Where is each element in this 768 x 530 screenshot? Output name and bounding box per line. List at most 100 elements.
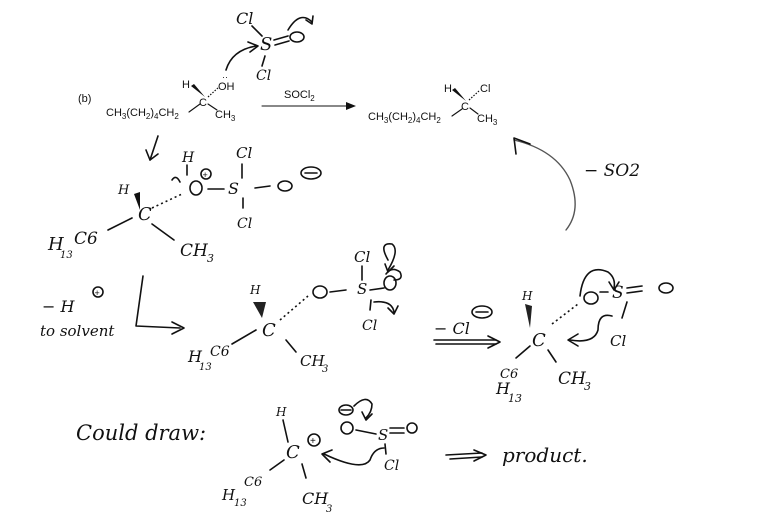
bond (621, 301, 628, 319)
curved-arrow-to-product (513, 139, 576, 231)
step1-sulfur: S (228, 179, 239, 198)
alt-left-sub: 13 (234, 498, 247, 509)
curved-arrow-oh-to-s (225, 45, 257, 71)
chloride-loss-arrow: − Cl (433, 305, 501, 349)
so2-loss-label: − SO2 (584, 161, 640, 181)
lone-pair-dots: ·· (222, 72, 228, 82)
bond (107, 217, 133, 231)
wedge-bond (191, 84, 205, 97)
hash-bond (468, 90, 480, 101)
reagent-label: SOCl2 (284, 89, 315, 103)
bond (329, 289, 347, 293)
step2-carbon: C (262, 320, 276, 341)
curved-arrow-to-o (287, 16, 313, 31)
step3-oxygen (583, 291, 599, 305)
double-bond-line (626, 290, 643, 294)
reactant-methyl: CH3 (215, 109, 236, 123)
step2-left-sub: 13 (199, 362, 212, 373)
alt-left-h: H (221, 486, 236, 504)
product-2-chlorooctane: CH3(CH2)4CH2 C H Cl CH3 (368, 83, 498, 127)
step1-o-terminal (277, 180, 293, 192)
wedge-bond (525, 304, 532, 328)
so2-loss-arrow: − SO2 (513, 137, 640, 231)
step1-left-h: H (47, 234, 64, 255)
arrowhead (513, 137, 531, 155)
minus-charge-circle (300, 166, 322, 180)
arrowhead (247, 41, 259, 53)
wedge-bond (282, 419, 289, 443)
minus-charge-circle (338, 404, 354, 416)
reactant-2-octanol: CH3(CH2)4CH2 C H OH ·· CH3 (106, 72, 236, 123)
socl2-cl-top: Cl (236, 9, 253, 28)
wedge-bond (253, 302, 266, 318)
hash-bond (551, 303, 579, 325)
arrowhead (145, 149, 159, 161)
step2-o-terminal (383, 275, 397, 291)
double-arrow-line (449, 456, 483, 460)
product-result-label: product. (502, 443, 588, 467)
alt-sulfur: S (378, 426, 388, 444)
step1-left-sub: 13 (60, 250, 73, 261)
bond (451, 108, 463, 117)
step1-h-top: H (181, 150, 195, 166)
arrowhead (567, 333, 579, 347)
bond (207, 103, 218, 111)
bond (269, 459, 285, 471)
alt-oxygen (340, 421, 354, 435)
alt-carbon: C (286, 442, 300, 463)
bond (355, 429, 377, 435)
arrowhead (473, 449, 487, 462)
step3-sulfur: S (612, 283, 624, 303)
step3-methyl-sub: 3 (584, 380, 591, 393)
bond (188, 103, 201, 113)
curved-arrow-to-o (383, 243, 396, 271)
step2-left-tail: C6 (210, 344, 230, 360)
could-draw-caption: Could draw: (76, 421, 206, 445)
bond (384, 443, 387, 455)
wedge-bond (134, 192, 140, 210)
bond (369, 287, 385, 291)
product-methyl: CH3 (477, 113, 498, 127)
step3-left-sub: 13 (508, 392, 522, 405)
step3-left-h: H (495, 379, 511, 398)
arrowhead (487, 335, 501, 349)
step3-snI-collapse: H C S Cl H 13 C6 CH 3 (495, 268, 674, 405)
hash-bond (279, 295, 309, 321)
proton-loss-label: − H (42, 297, 75, 316)
step2-oxygen (312, 285, 328, 299)
step-arrow (135, 275, 181, 329)
step3-carbon: C (532, 330, 546, 351)
step3-methyl: CH (558, 369, 587, 389)
step1-cl-top: Cl (236, 144, 252, 162)
step3-cl: Cl (610, 332, 626, 350)
step3-h: H (521, 289, 533, 303)
proton-loss-note: − H + to solvent (40, 275, 185, 340)
reactant-oh: OH (218, 81, 235, 93)
curved-arrow-o-to-s (579, 268, 616, 297)
curved-arrow-cl-to-c (323, 447, 385, 466)
socl2-cl-bottom: Cl (256, 68, 271, 84)
curved-arrow-cl-to-c (569, 314, 613, 342)
step1-o-charge: + (203, 170, 208, 180)
alt-c-charge: + (310, 436, 316, 447)
arrowhead (384, 263, 395, 273)
step1-oxonium-intermediate: H + S Cl Cl H C H 13 C6 CH 3 (47, 144, 322, 265)
reactant-center-carbon: C (199, 97, 207, 109)
socl2-o (289, 31, 305, 43)
alt-methyl-sub: 3 (326, 504, 332, 515)
reactant-chain: CH3(CH2)4CH2 (106, 107, 179, 121)
arrowhead (321, 449, 333, 463)
double-arrow-line (445, 452, 483, 456)
bond (301, 463, 307, 479)
reactant-h: H (182, 79, 190, 91)
hash-bond (207, 86, 220, 98)
plus-charge-circle (200, 168, 212, 180)
bond (515, 345, 531, 359)
bond (231, 329, 257, 345)
step2-h: H (249, 283, 261, 297)
arrowhead (171, 321, 185, 335)
double-bond-line (274, 40, 290, 46)
step2-chlorosulfite: H C S Cl Cl H 13 C6 CH 3 (187, 243, 402, 375)
